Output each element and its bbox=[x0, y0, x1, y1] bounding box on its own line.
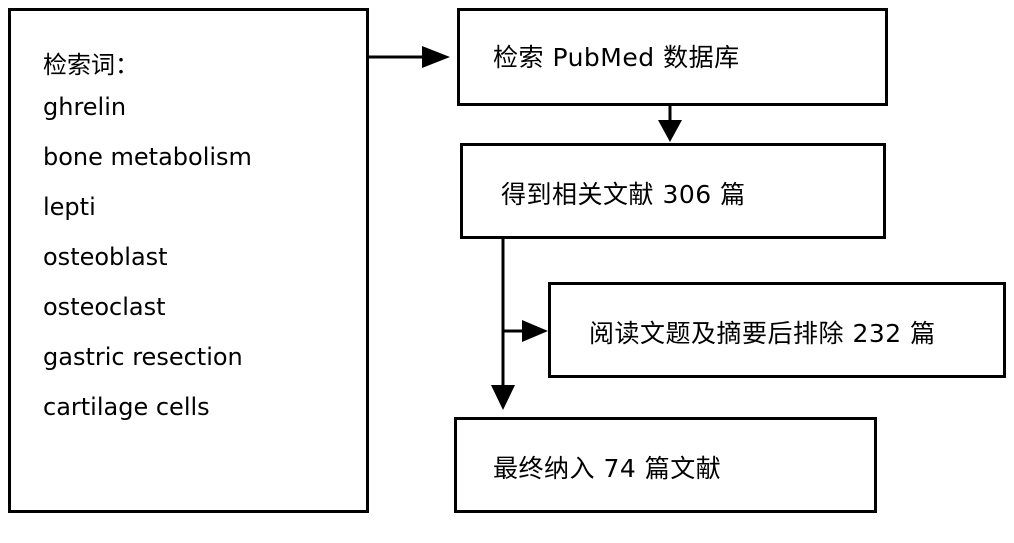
keyword-item: osteoblast bbox=[43, 243, 168, 271]
keyword-item: cartilage cells bbox=[43, 393, 210, 421]
keyword-item: osteoclast bbox=[43, 293, 166, 321]
arrowhead-search bbox=[422, 46, 450, 68]
arrowhead-excluded bbox=[522, 320, 548, 342]
included-step-label: 最终纳入 74 篇文献 bbox=[493, 454, 722, 483]
keywords-box: 检索词： ghrelin bone metabolism lepti osteo… bbox=[8, 8, 369, 513]
keywords-title: 检索词： bbox=[43, 51, 139, 79]
arrowhead-included bbox=[491, 385, 515, 410]
included-step-box: 最终纳入 74 篇文献 bbox=[454, 417, 877, 513]
excluded-step-box: 阅读文题及摘要后排除 232 篇 bbox=[548, 282, 1006, 378]
keyword-item: lepti bbox=[43, 193, 96, 221]
excluded-step-label: 阅读文题及摘要后排除 232 篇 bbox=[589, 319, 936, 348]
search-step-label: 检索 PubMed 数据库 bbox=[493, 43, 740, 72]
arrowhead-found bbox=[658, 120, 682, 142]
keyword-item: ghrelin bbox=[43, 93, 127, 121]
found-step-box: 得到相关文献 306 篇 bbox=[460, 143, 886, 239]
search-step-box: 检索 PubMed 数据库 bbox=[457, 8, 888, 106]
found-step-label: 得到相关文献 306 篇 bbox=[501, 180, 746, 209]
keyword-item: gastric resection bbox=[43, 343, 243, 371]
keyword-list: ghrelin bone metabolism lepti osteoblast… bbox=[43, 95, 252, 445]
keyword-item: bone metabolism bbox=[43, 143, 252, 171]
